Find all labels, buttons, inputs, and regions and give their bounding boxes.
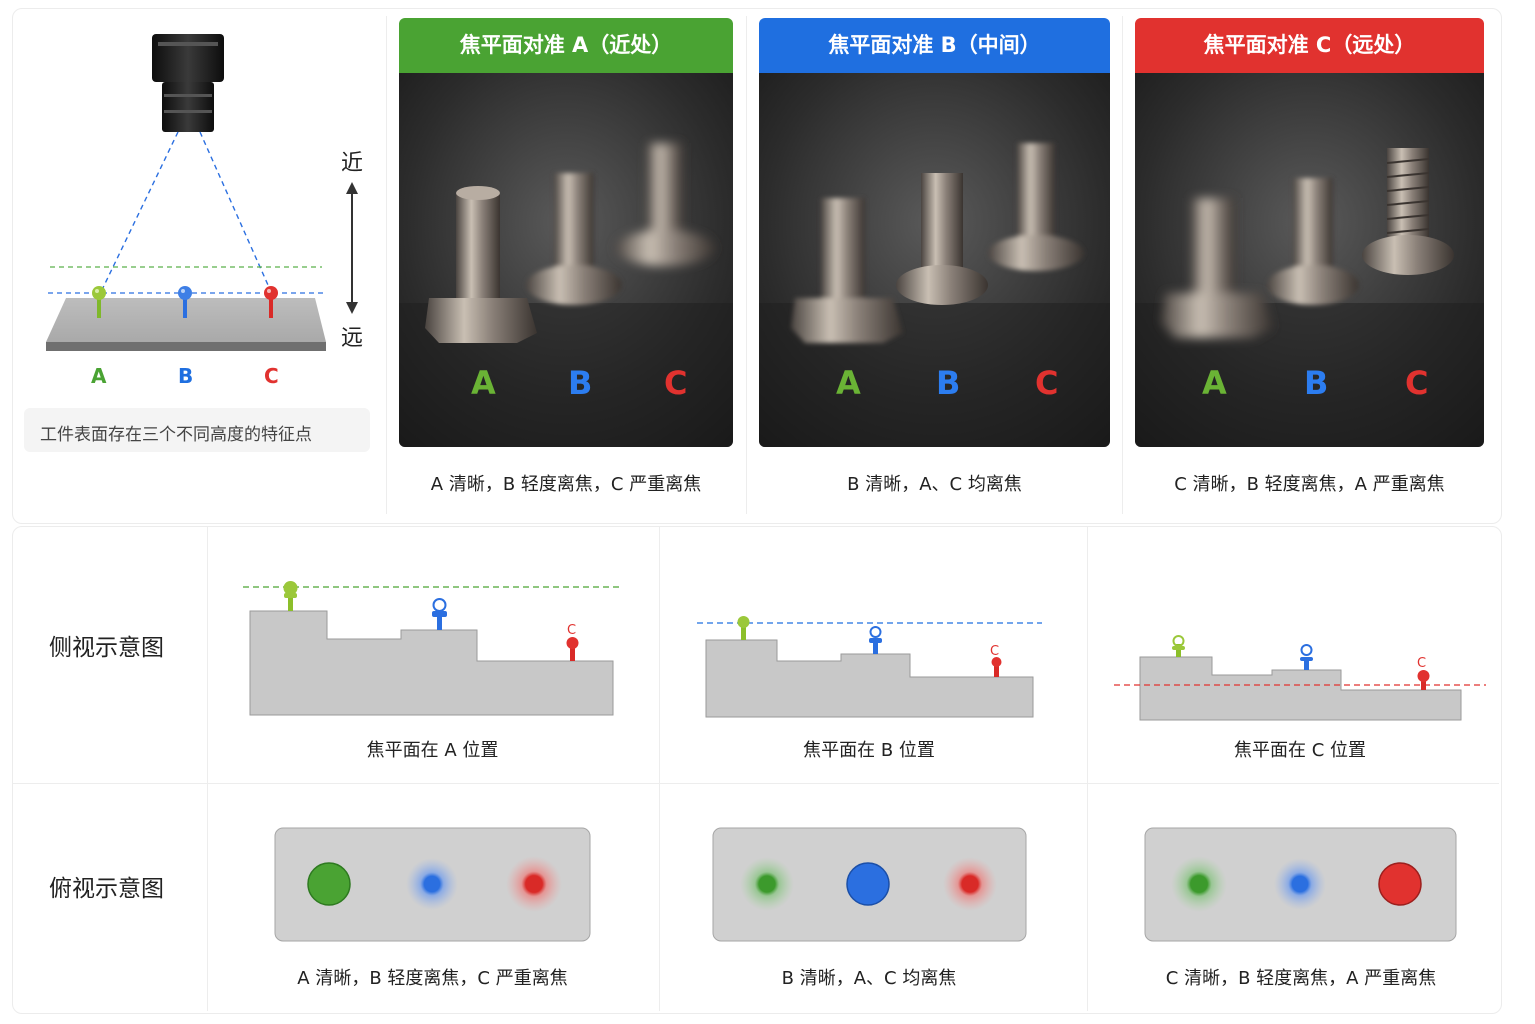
card-c-marker-b: B (1304, 364, 1329, 402)
top-view-a (274, 827, 591, 942)
side-view-a: C (243, 581, 620, 716)
pin-b-icon (178, 286, 192, 318)
card-b-marker-b: B (936, 364, 961, 402)
spot-b (846, 862, 890, 906)
screws-photo-c (1135, 73, 1484, 447)
workpiece-plate (46, 298, 326, 342)
pin-c-icon: C (1417, 656, 1430, 690)
pin-c-icon: C (990, 644, 1002, 677)
spot-c (506, 856, 562, 912)
card-c-header: 焦平面对准 C（远处） (1135, 18, 1484, 73)
card-a-marker-c: C (664, 364, 688, 402)
divider (386, 16, 387, 514)
pin-c-icon: C (566, 623, 579, 661)
card-c-marker-c: C (1405, 364, 1429, 402)
divider (1087, 527, 1088, 1011)
card-c-photo (1135, 73, 1484, 447)
top-caption-a: A 清晰，B 轻度离焦，C 严重离焦 (297, 968, 568, 989)
spot-a (307, 862, 351, 906)
top-caption-c: C 清晰，B 轻度离焦，A 严重离焦 (1165, 968, 1437, 989)
card-a-marker-a: A (471, 364, 496, 402)
spot-b (1274, 858, 1326, 910)
top-view-c (1144, 827, 1457, 942)
spot-c (943, 857, 997, 911)
setup-marker-a: A (91, 364, 107, 388)
pin-a-icon (737, 616, 750, 640)
spot-b (406, 858, 458, 910)
label-far: 远 (341, 326, 364, 351)
card-c-marker-a: A (1202, 364, 1227, 402)
top-caption-b: B 清晰，A、C 均离焦 (781, 968, 957, 989)
pin-c-icon (264, 286, 278, 318)
setup-marker-b: B (178, 364, 194, 388)
card-a-header: 焦平面对准 A（近处） (399, 18, 733, 73)
card-c-caption: C 清晰，B 轻度离焦，A 严重离焦 (1174, 474, 1445, 495)
spot-a (740, 857, 794, 911)
card-b-marker-c: C (1035, 364, 1059, 402)
card-a-marker-b: B (568, 364, 593, 402)
side-caption-a: 焦平面在 A 位置 (366, 740, 499, 761)
card-a-photo (399, 73, 733, 447)
stepped-block (705, 639, 1034, 718)
spot-a (1171, 856, 1227, 912)
card-b-marker-a: A (836, 364, 861, 402)
stepped-block (249, 610, 614, 716)
side-view-b: C (697, 616, 1042, 718)
pin-a-icon (1172, 635, 1185, 657)
pin-b-icon (432, 598, 447, 630)
top-view-label: 俯视示意图 (49, 876, 164, 902)
camera-icon (152, 34, 224, 132)
card-a-caption: A 清晰，B 轻度离焦，C 严重离焦 (430, 474, 702, 495)
side-caption-c: 焦平面在 C 位置 (1233, 740, 1366, 761)
screws-photo-b (759, 73, 1110, 447)
setup-marker-c: C (264, 364, 279, 388)
pin-b-icon (1300, 644, 1313, 670)
spot-c (1378, 862, 1422, 906)
top-view-b (712, 827, 1027, 942)
side-caption-b: 焦平面在 B 位置 (803, 740, 935, 761)
divider (13, 783, 1499, 784)
divider (207, 527, 208, 1011)
pin-b-icon (869, 626, 882, 654)
divider (746, 16, 747, 514)
view-cone-left (99, 131, 179, 295)
card-b-header: 焦平面对准 B（中间） (759, 18, 1110, 73)
svg-text:C: C (990, 644, 999, 659)
screws-photo-a (399, 73, 733, 447)
near-far-arrow (346, 182, 358, 314)
stepped-block (1139, 656, 1462, 721)
camera-setup-diagram (46, 34, 358, 351)
divider (1122, 16, 1123, 514)
view-cone-right (199, 131, 273, 295)
divider (659, 527, 660, 1011)
pin-a-icon (283, 581, 298, 611)
card-b-caption: B 清晰，A、C 均离焦 (847, 474, 1022, 495)
pin-a-icon (92, 286, 106, 318)
svg-text:C: C (1417, 656, 1426, 671)
svg-text:C: C (567, 623, 576, 638)
card-b-photo (759, 73, 1110, 447)
label-near: 近 (341, 151, 364, 176)
side-view-c: C (1114, 635, 1486, 721)
side-view-label: 侧视示意图 (49, 635, 164, 661)
setup-note: 工件表面存在三个不同高度的特征点 (24, 408, 370, 452)
setup-note-text: 工件表面存在三个不同高度的特征点 (40, 425, 312, 445)
